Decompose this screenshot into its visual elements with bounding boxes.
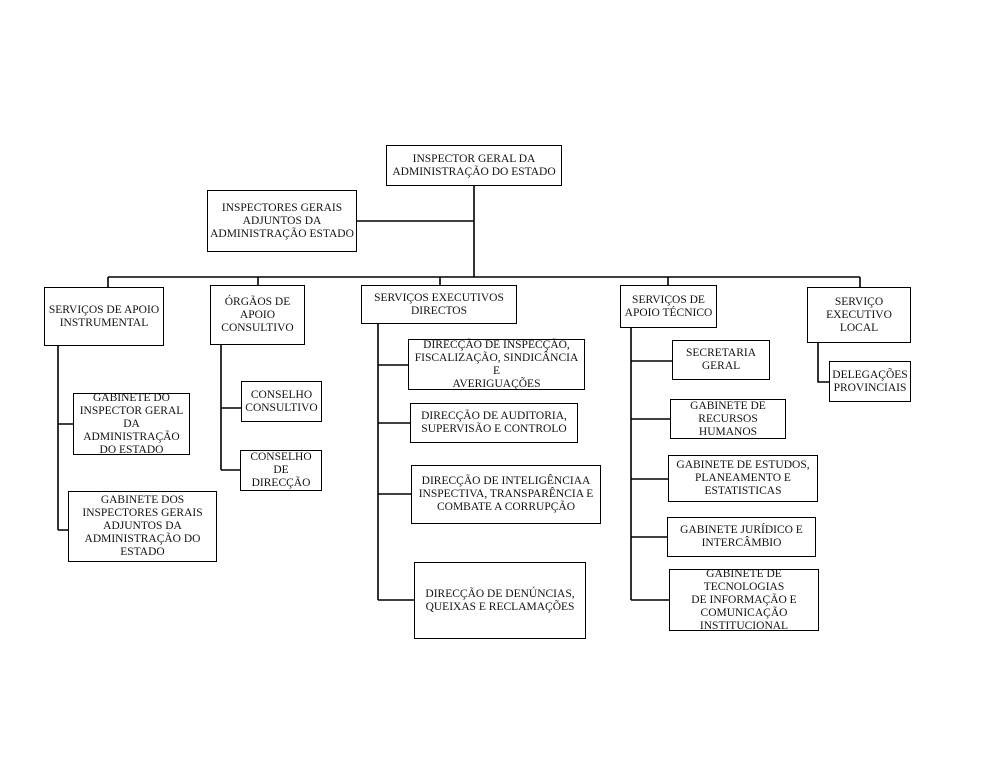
node-direccao-auditoria: DIRECÇÃO DE AUDITORIA, SUPERVISÃO E CONT… bbox=[410, 403, 578, 443]
sat-branches bbox=[630, 328, 672, 601]
node-delegacoes-provinciais: DELEGAÇÕES PROVINCIAIS bbox=[829, 361, 911, 402]
node-gabinete-estudos: GABINETE DE ESTUDOS, PLANEAMENTO E ESTAT… bbox=[668, 455, 818, 502]
node-servico-executivo-local: SERVIÇO EXECUTIVO LOCAL bbox=[807, 287, 911, 343]
node-gabinete-juridico: GABINETE JURÍDICO E INTERCÂMBIO bbox=[667, 517, 816, 557]
sai-branches bbox=[57, 346, 73, 531]
node-servicos-executivos-directos: SERVIÇOS EXECUTIVOS DIRECTOS bbox=[361, 285, 517, 324]
node-direccao-denuncias: DIRECÇÃO DE DENÚNCIAS, QUEIXAS E RECLAMA… bbox=[414, 562, 586, 639]
node-servicos-apoio-tecnico: SERVIÇOS DE APOIO TÉCNICO bbox=[620, 285, 717, 328]
node-gabinete-tecnologias: GABINETE DE TECNOLOGIAS DE INFORMAÇÃO E … bbox=[669, 568, 819, 632]
node-gabinete-recursos-humanos: GABINETE DE RECURSOS HUMANOS bbox=[670, 399, 786, 439]
main-bus bbox=[107, 276, 861, 287]
node-direccao-inteligencia: DIRECÇÃO DE INTELIGÊNCIAA INSPECTIVA, TR… bbox=[411, 465, 601, 524]
node-conselho-consultivo: CONSELHO CONSULTIVO bbox=[241, 381, 322, 422]
node-inspector-geral: INSPECTOR GERAL DA ADMINISTRAÇÃO DO ESTA… bbox=[386, 145, 562, 186]
node-servicos-apoio-instrumental: SERVIÇOS DE APOIO INSTRUMENTAL bbox=[44, 287, 164, 346]
node-conselho-direccao: CONSELHO DE DIRECÇÃO bbox=[240, 450, 322, 491]
node-gabinete-inspectores-adjuntos: GABINETE DOS INSPECTORES GERAIS ADJUNTOS… bbox=[68, 491, 217, 562]
node-orgaos-apoio-consultivo: ÓRGÃOS DE APOIO CONSULTIVO bbox=[210, 285, 305, 345]
sed-branches bbox=[377, 324, 414, 601]
sel-branches bbox=[817, 343, 829, 383]
oac-branches bbox=[220, 345, 241, 471]
node-direccao-inspeccao: DIRECÇÃO DE INSPECÇÃO, FISCALIZAÇÃO, SIN… bbox=[408, 339, 585, 390]
node-gabinete-inspector-geral: GABINETE DO INSPECTOR GERAL DA ADMINISTR… bbox=[73, 392, 190, 456]
node-inspectores-adjuntos: INSPECTORES GERAIS ADJUNTOS DA ADMINISTR… bbox=[207, 190, 357, 252]
node-secretaria-geral: SECRETARIA GERAL bbox=[672, 340, 770, 380]
